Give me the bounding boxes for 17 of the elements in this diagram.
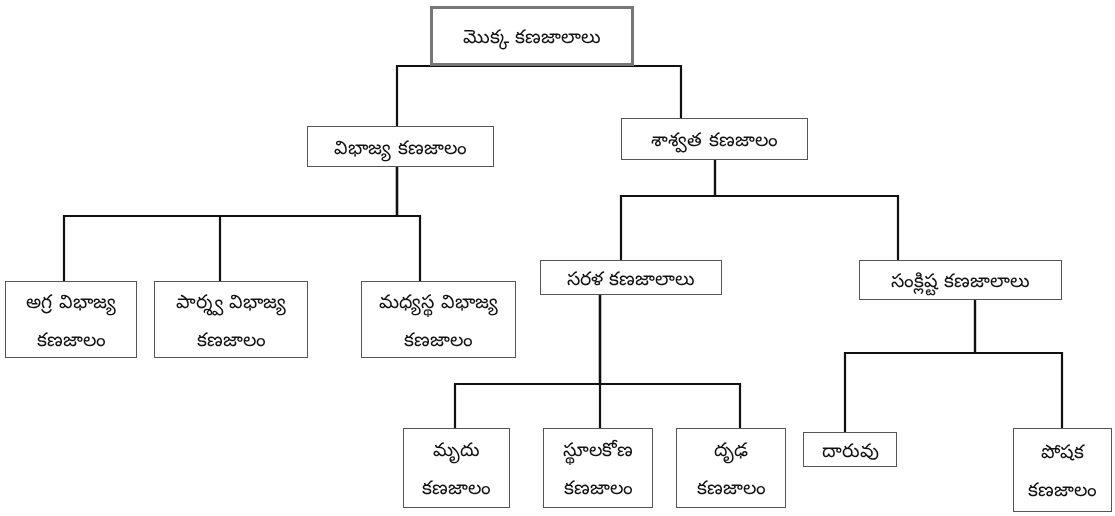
tissue-box: విభాజ్య కణజాలం [307,126,494,167]
connector-line [973,300,1064,428]
connector-line [598,295,742,428]
tissue-box: దారువు [803,432,897,467]
tissue-box: పోషక కణజాలం [1013,428,1112,512]
tissue-box: సరళ కణజాలాలు [540,260,722,295]
root-box: మొక్క కణజాలాలు [430,6,634,66]
tissue-box: మృదు కణజాలం [403,428,510,508]
tissue-box: పార్శ్వ విభాజ్య కణజాలం [154,281,308,358]
tissue-box: సంక్లిష్ట కణజాలాలు [859,260,1062,300]
tissue-box: అగ్ర విభాజ్య కణజాలం [5,281,137,358]
tissue-box: మధ్యస్థ విభాజ్య కణజాలం [361,281,516,358]
tissue-box: శాశ్వత కణజాలం [621,118,808,160]
connector-line [713,160,900,260]
tissue-box: స్థూలకోణ కణజాలం [543,428,653,508]
connector-line [395,167,422,281]
tissue-box: దృఢ కణజాలం [676,428,786,508]
